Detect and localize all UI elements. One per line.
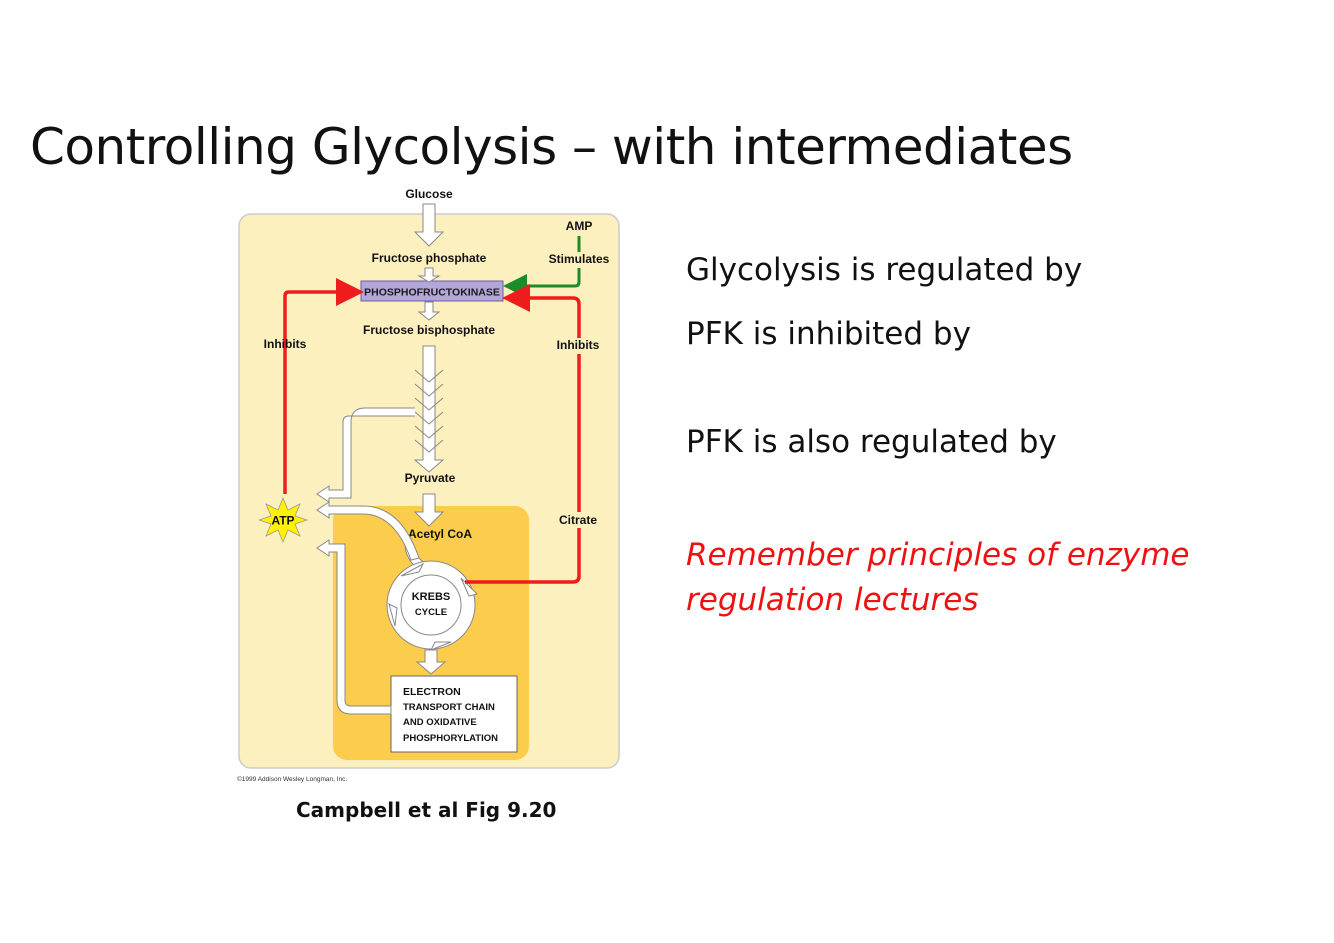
label-atp: ATP — [271, 514, 294, 528]
label-etc-3: AND OXIDATIVE — [403, 717, 477, 728]
label-citrate: Citrate — [559, 513, 597, 527]
label-etc-2: TRANSPORT CHAIN — [403, 702, 495, 713]
label-krebs-1: KREBS — [412, 591, 451, 603]
arrow-glycolysis-atp — [316, 407, 415, 503]
bullet-pfk-inhibited: PFK is inhibited by A — [686, 316, 976, 352]
etc-box — [390, 675, 518, 753]
remember-line-2: regulation lectures — [686, 582, 979, 618]
atp-star-icon — [257, 496, 309, 544]
label-inhibits-left: Inhibits — [264, 337, 307, 351]
label-inhibits-right: Inhibits — [557, 338, 600, 352]
arrow-citrate-inhibits-pfk — [465, 284, 581, 584]
remember-line-1: Remember principles of enzyme — [686, 537, 1190, 573]
arrow-fbp-to-pyruvate — [413, 345, 445, 473]
label-stimulates: Stimulates — [549, 252, 610, 266]
label-fructose-bisphosphate: Fructose bisphosphate — [363, 323, 495, 337]
arrow-atp-inhibits-pfk — [283, 278, 364, 494]
arrow-pfk-to-fbp — [417, 301, 441, 321]
remember-note: Remember principles of enzyme regulation… — [686, 533, 1189, 623]
bullet-pfk-also-regulated: PFK is also regulated by — [686, 424, 1057, 460]
slide-title: Controlling Glycolysis – with intermedia… — [30, 118, 1073, 176]
figure-caption: Campbell et al Fig 9.20 — [296, 798, 557, 822]
label-krebs-2: CYCLE — [415, 607, 447, 618]
label-acetyl-coa: Acetyl CoA — [408, 527, 472, 541]
arrow-pyruvate-to-acetylcoa — [413, 493, 445, 527]
arrow-glucose-to-fp — [413, 203, 445, 247]
bullet-glycolysis-regulated: Glycolysis is regulated by — [686, 252, 1083, 288]
label-pfk: PHOSPHOFRUCTOKINASE — [364, 287, 500, 299]
arrow-amp-stimulates-pfk — [503, 268, 581, 298]
pfk-regulation-diagram: Glucose Fructose phosphate PHOSPHOFRUCTO… — [237, 187, 620, 783]
label-amp: AMP — [566, 219, 593, 233]
arrow-fp-to-pfk — [417, 267, 441, 283]
label-etc-1: ELECTRON — [403, 686, 461, 698]
label-pyruvate: Pyruvate — [405, 471, 456, 485]
arrow-krebs-to-etc — [415, 649, 447, 675]
arrow-etc-atp — [316, 539, 392, 715]
label-fructose-phosphate: Fructose phosphate — [372, 251, 487, 265]
label-etc-4: PHOSPHORYLATION — [403, 733, 498, 744]
label-copyright: ©1999 Addison Wesley Longman, Inc. — [237, 775, 347, 783]
label-glucose: Glucose — [405, 187, 453, 201]
arrow-krebs-atp — [316, 501, 420, 561]
